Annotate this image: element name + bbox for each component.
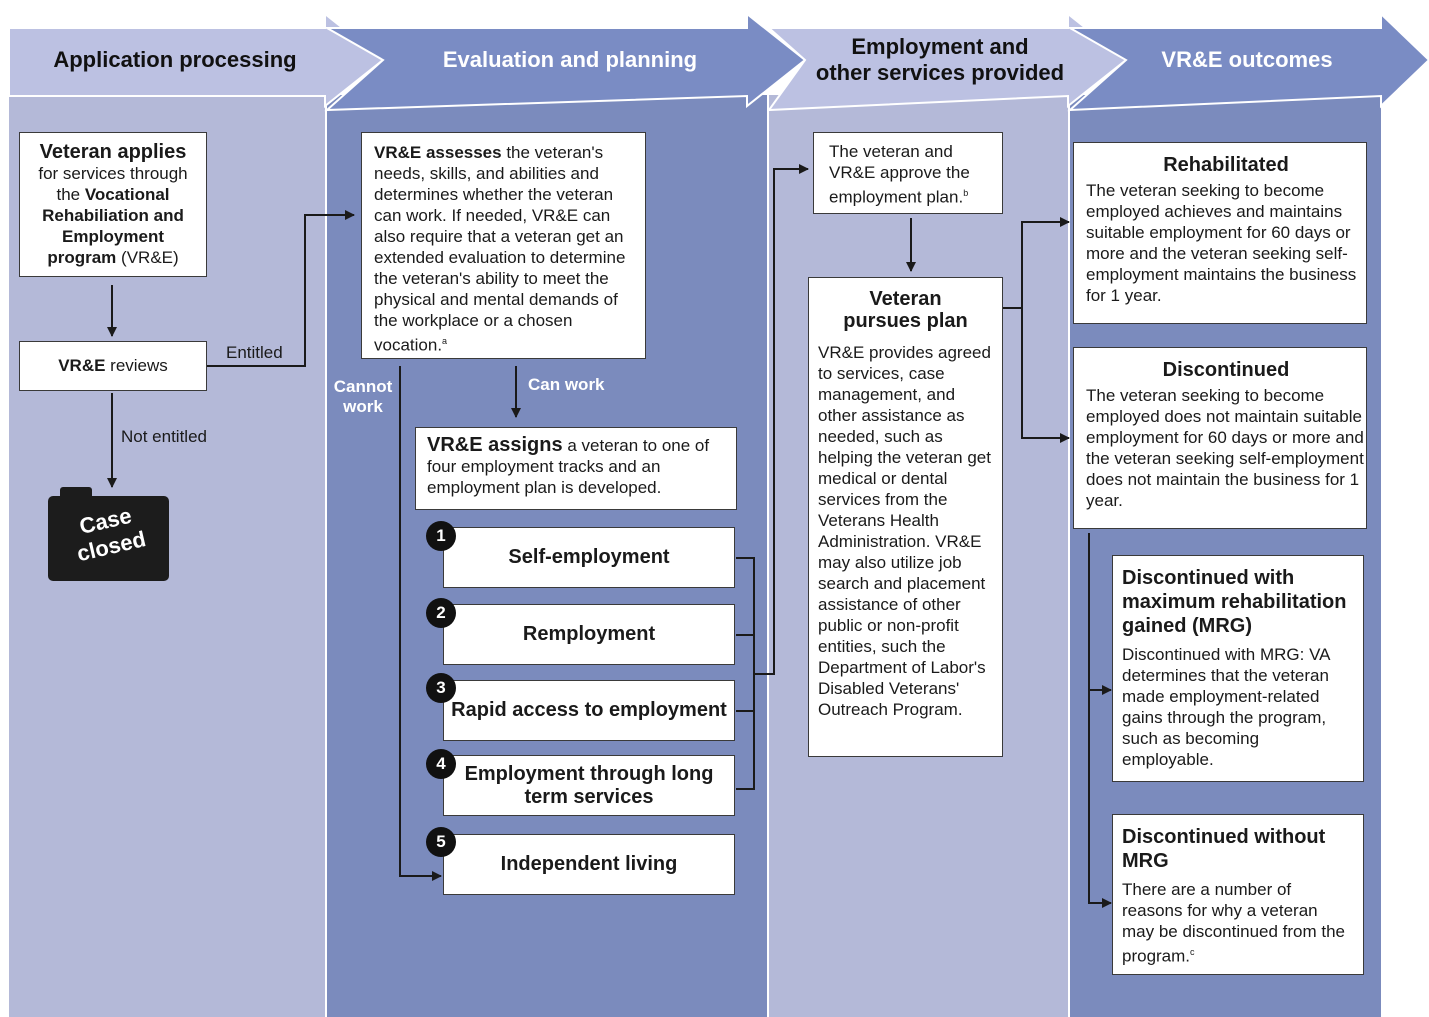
phase-1-label: Application processing (53, 47, 297, 72)
phase-3-chevron (766, 11, 1128, 112)
track-number-5: 5 (426, 827, 456, 857)
phase-2-chevron (323, 11, 807, 112)
phase-banner (8, 11, 1429, 112)
track-number-3: 3 (426, 673, 456, 703)
track-long-term-services: Employment through long term services (443, 755, 735, 816)
arrow-pursue-to-outcomes (1003, 217, 1070, 309)
phase-4-chevron (1066, 11, 1429, 112)
arrow-tracks-to-plan (754, 164, 809, 675)
track-remployment: Remployment (443, 604, 735, 665)
discontinued-mrg-box: Discontinued with maximum rehabilitation… (1112, 555, 1364, 782)
track-number-4: 4 (426, 749, 456, 779)
track-rapid-access: Rapid access to employment (443, 680, 735, 741)
rehabilitated-box: Rehabilitated The veteran seeking to bec… (1073, 142, 1367, 324)
case-closed-folder: Case closed (48, 496, 169, 581)
phase-1-chevron (8, 11, 385, 109)
arrow-entitled (207, 210, 355, 367)
track-number-2: 2 (426, 598, 456, 628)
pursues-plan-title: Veteran pursues plan (843, 288, 968, 332)
arrow-cannot-work (399, 366, 442, 881)
track-independent-living: Independent living (443, 834, 735, 895)
not-entitled-label: Not entitled (121, 427, 207, 446)
approve-plan-box: The veteran and VR&E approve the employm… (813, 132, 1003, 214)
phase-4-label: VR&E outcomes (1161, 47, 1333, 72)
pursues-plan-text: VR&E provides agreed to services, case m… (818, 343, 991, 719)
can-work-label: Can work (528, 375, 605, 394)
veteran-applies-box: Veteran applies for services through the… (19, 132, 207, 277)
phase-2-label: Evaluation and planning (442, 47, 698, 72)
discontinued-box: Discontinued The veteran seeking to beco… (1073, 347, 1367, 529)
vre-assesses-box: VR&E assesses the veteran's needs, skill… (361, 132, 646, 359)
track-self-employment: Self-employment (443, 527, 735, 588)
pursues-plan-box: Veteran pursues plan VR&E provides agree… (808, 277, 1003, 757)
cannot-work-label: Cannot work (333, 377, 393, 416)
track-number-1: 1 (426, 521, 456, 551)
vre-reviews-box: VR&E reviews (19, 341, 207, 391)
entitled-label: Entitled (226, 343, 283, 362)
discontinued-without-mrg-box: Discontinued without MRG There are a num… (1112, 814, 1364, 975)
arrow-discontinued-split (1088, 533, 1112, 908)
bracket-tracks (736, 557, 755, 790)
phase-3-label: Employment and other services provided (815, 34, 1065, 85)
vre-assigns-box: VR&E assigns a veteran to one of four em… (415, 427, 737, 510)
